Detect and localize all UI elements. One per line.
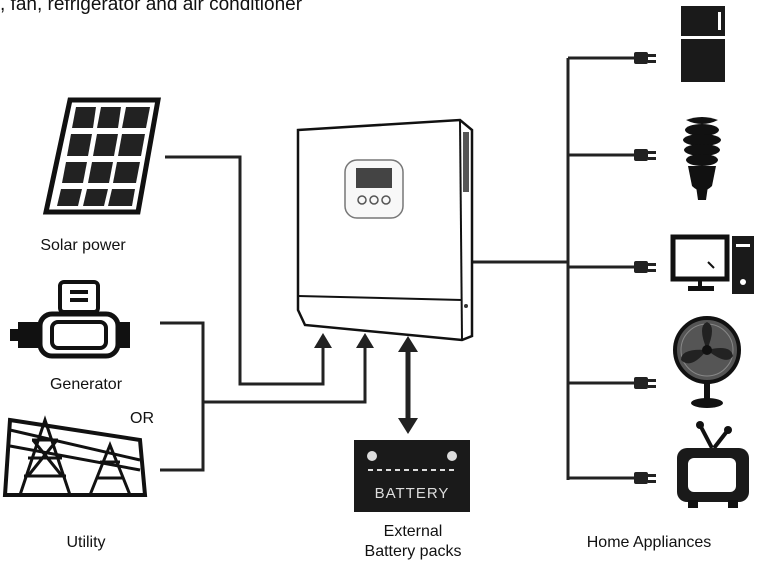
battery-arrow (398, 336, 418, 434)
fan-icon (673, 316, 741, 408)
battery-caption-line2: Battery packs (364, 543, 462, 560)
generator-line (160, 321, 205, 472)
plug-icon (634, 52, 656, 484)
or-label: OR (130, 410, 154, 427)
solar-arrow (314, 333, 332, 348)
battery-icon (354, 440, 470, 512)
inverter-icon (296, 118, 474, 342)
generator-utility-line (203, 345, 367, 404)
utility-tower-icon (2, 415, 148, 497)
gen-arrow (356, 333, 374, 348)
battery-box-label: BATTERY (375, 485, 450, 502)
generator-icon (10, 280, 130, 359)
header-caption: , fan, refrigerator and air conditioner (0, 0, 303, 15)
light-bulb-icon (683, 117, 721, 200)
generator-label: Generator (49, 376, 123, 393)
utility-label: Utility (66, 534, 106, 551)
computer-icon (670, 234, 754, 294)
solar-line (165, 155, 325, 386)
appliances-caption: Home Appliances (586, 534, 712, 551)
battery-caption-line1: External (383, 523, 443, 540)
tv-icon (677, 421, 749, 508)
solar-panel-icon (42, 97, 161, 215)
solar-label: Solar power (40, 237, 126, 254)
refrigerator-icon (681, 6, 725, 82)
